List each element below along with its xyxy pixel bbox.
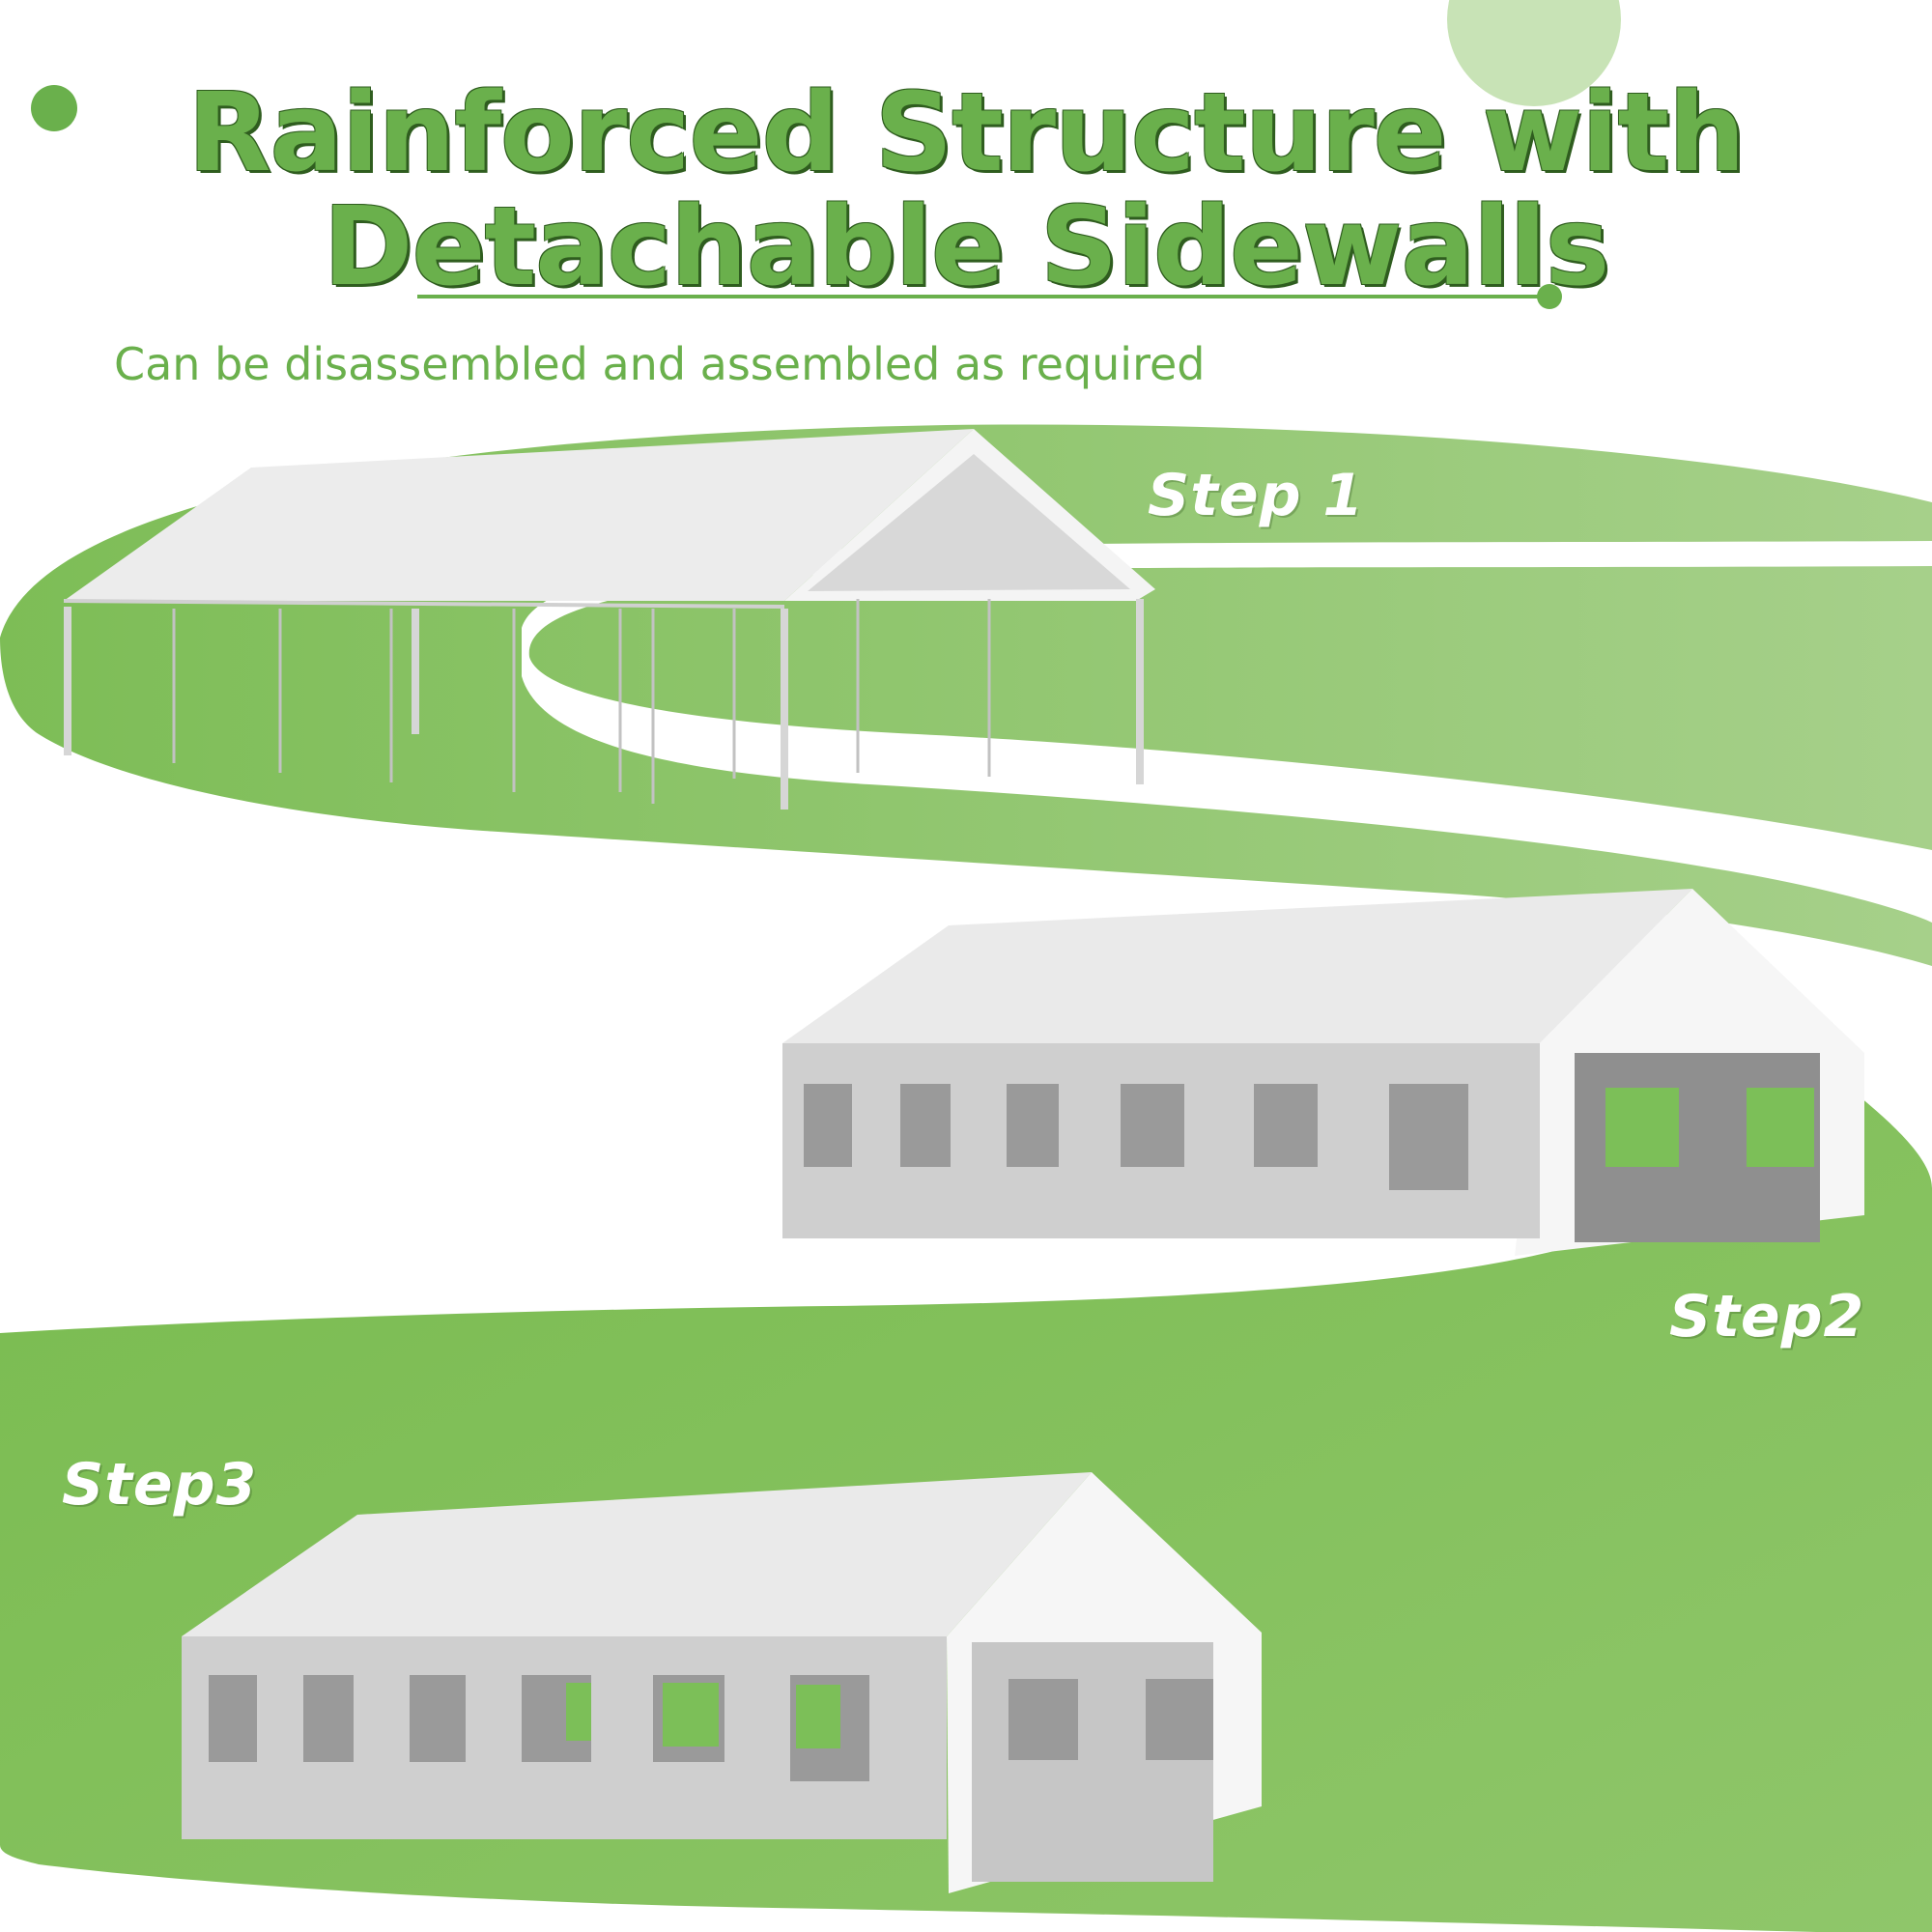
- decor-circle-light: [1447, 0, 1621, 106]
- tent-closed-step3: [182, 1472, 1262, 1893]
- decor-dot-left: [31, 85, 77, 131]
- step-2-label: Step2: [1669, 1283, 1865, 1350]
- tent-sidewalls-step2: [782, 889, 1864, 1256]
- tent-frame-step1: [63, 429, 1155, 810]
- step-1-label: Step 1: [1148, 462, 1365, 529]
- headline-line-2: Detachable Sidewalls: [323, 185, 1610, 310]
- title-underline-dot: [1537, 284, 1562, 309]
- subtitle: Can be disassembled and assembled as req…: [114, 338, 1206, 390]
- step-3-label: Step3: [62, 1451, 258, 1519]
- headline-line-1: Rainforced Structure with: [187, 71, 1746, 196]
